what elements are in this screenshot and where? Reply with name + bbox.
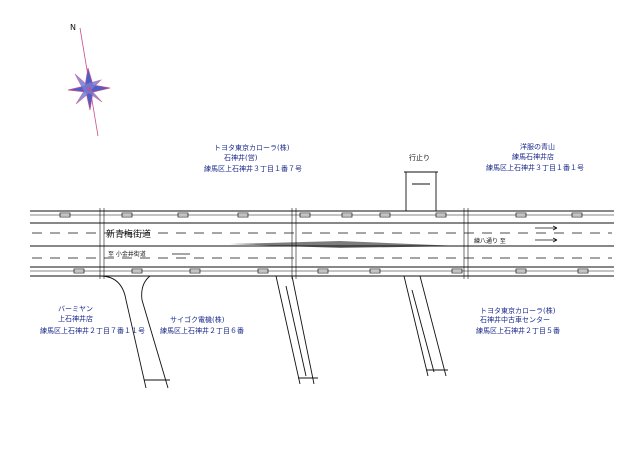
svg-text:練馬区上石神井２丁目６番: 練馬区上石神井２丁目６番	[160, 326, 244, 335]
compass-rose-icon: N	[67, 23, 111, 137]
svg-text:練馬区上石神井２丁目５番: 練馬区上石神井２丁目５番	[476, 326, 560, 335]
side-road-left	[99, 275, 170, 389]
side-road-right	[403, 275, 448, 377]
svg-text:サイゴク電機(株): サイゴク電機(株)	[170, 315, 225, 324]
svg-text:トヨタ東京カローラ(株): トヨタ東京カローラ(株)	[480, 306, 556, 315]
svg-text:練馬区上石神井３丁目１番１号: 練馬区上石神井３丁目１番１号	[486, 163, 584, 172]
north-label: N	[70, 23, 76, 32]
svg-text:練馬区上石神井３丁目１番７号: 練馬区上石神井３丁目１番７号	[204, 164, 302, 173]
svg-text:バーミヤン: バーミヤン	[58, 305, 93, 313]
place-bamiyan: バーミヤン 上石神井店 練馬区上石神井２丁目７番１１号	[40, 305, 145, 335]
svg-text:洋服の青山: 洋服の青山	[520, 142, 555, 151]
svg-text:トヨタ東京カローラ(株): トヨタ東京カローラ(株)	[214, 143, 290, 152]
dead-end-label: 行止り	[409, 153, 430, 162]
main-road-label: 新青梅街道	[106, 228, 151, 240]
place-toyota-bottom: トヨタ東京カローラ(株) 石神井中古車センター 練馬区上石神井２丁目５番	[476, 306, 560, 335]
svg-text:石神井(営): 石神井(営)	[224, 153, 258, 162]
side-road-middle	[275, 275, 318, 385]
direction-right-label: 練八通り 至	[474, 237, 506, 245]
svg-text:練馬石神井店: 練馬石神井店	[512, 152, 554, 161]
main-road	[30, 208, 614, 279]
dead-end-road	[404, 171, 438, 211]
direction-left-label: 至 小金井街道	[108, 250, 146, 258]
svg-text:石神井中古車センター: 石神井中古車センター	[480, 315, 550, 324]
place-toyota-top: トヨタ東京カローラ(株) 石神井(営) 練馬区上石神井３丁目１番７号	[204, 143, 302, 173]
place-saigoku: サイゴク電機(株) 練馬区上石神井２丁目６番	[160, 315, 244, 335]
place-yoshiharu: 洋服の青山 練馬石神井店 練馬区上石神井３丁目１番１号	[486, 142, 584, 172]
svg-text:練馬区上石神井２丁目７番１１号: 練馬区上石神井２丁目７番１１号	[40, 326, 145, 335]
svg-text:上石神井店: 上石神井店	[58, 314, 93, 323]
